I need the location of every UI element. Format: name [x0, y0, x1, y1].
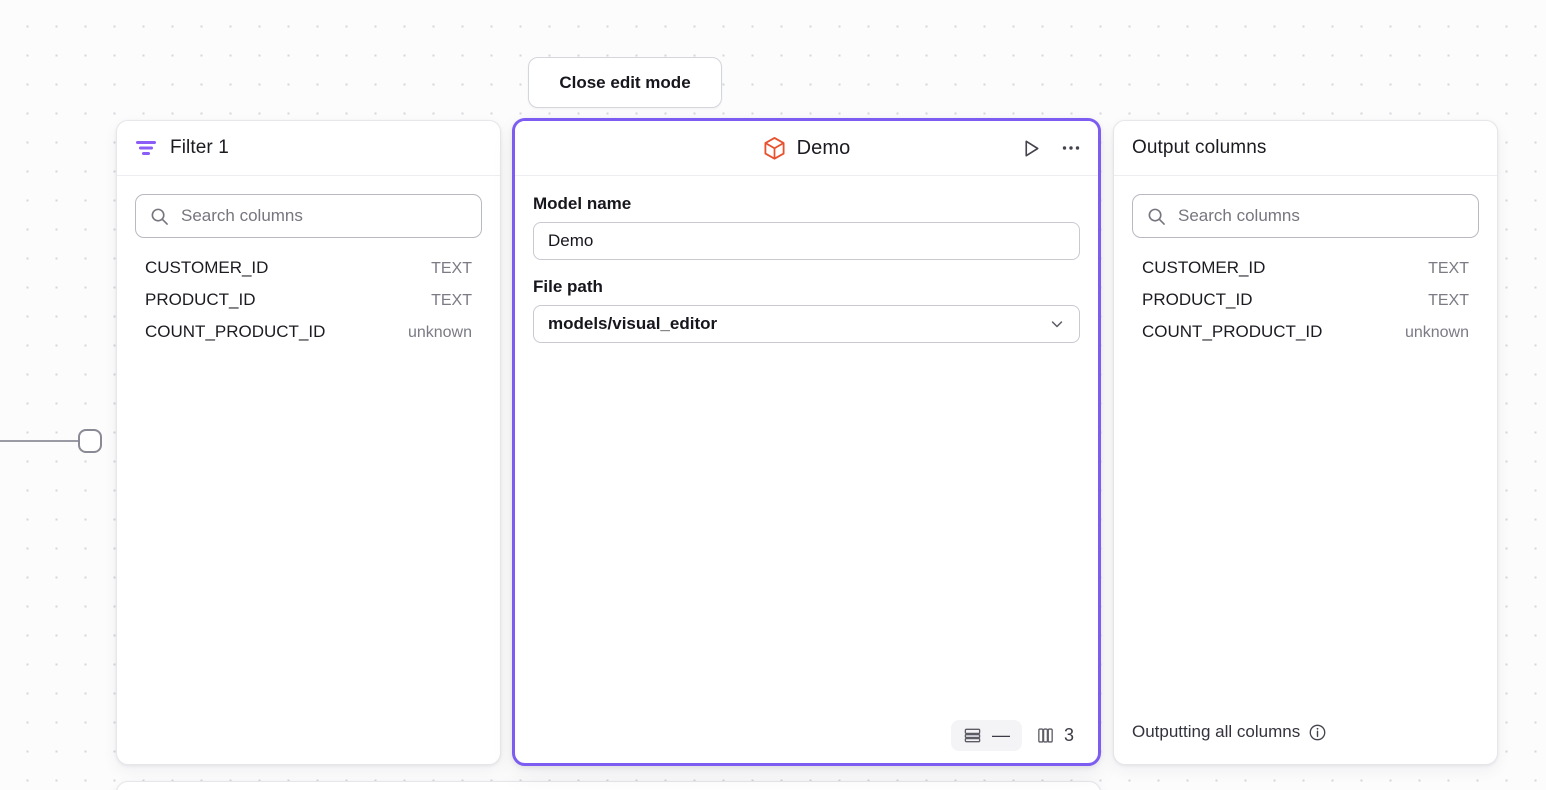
column-name: CUSTOMER_ID	[1142, 258, 1265, 278]
output-columns-panel[interactable]: Output columns CUSTOMER_ID TEXT PRO	[1113, 120, 1498, 765]
output-panel-footer: Outputting all columns	[1114, 722, 1497, 764]
columns-icon	[1036, 726, 1055, 745]
filter-column-list: CUSTOMER_ID TEXT PRODUCT_ID TEXT COUNT_P…	[135, 252, 482, 348]
output-panel-header: Output columns	[1114, 121, 1497, 176]
filter-search-input[interactable]	[181, 206, 467, 226]
rows-icon	[963, 726, 982, 745]
table-row[interactable]: COUNT_PRODUCT_ID unknown	[135, 316, 482, 348]
output-panel-title: Output columns	[1132, 137, 1266, 159]
column-name: PRODUCT_ID	[145, 290, 256, 310]
incoming-edge-line	[0, 440, 80, 442]
model-name-label: Model name	[533, 194, 1080, 214]
model-panel-title: Demo	[797, 137, 851, 160]
column-type: unknown	[408, 324, 472, 342]
model-name-input[interactable]	[533, 222, 1080, 260]
column-name: PRODUCT_ID	[1142, 290, 1253, 310]
search-icon	[1147, 207, 1166, 226]
column-type: TEXT	[431, 260, 472, 278]
output-panel-body: CUSTOMER_ID TEXT PRODUCT_ID TEXT COUNT_P…	[1114, 176, 1497, 722]
output-search-input[interactable]	[1178, 206, 1464, 226]
column-type: TEXT	[431, 292, 472, 310]
filter-panel-header: Filter 1	[117, 121, 500, 176]
output-status-text: Outputting all columns	[1132, 722, 1300, 742]
column-count-value: 3	[1064, 725, 1074, 746]
input-connector-handle[interactable]	[78, 429, 102, 453]
filter-icon	[135, 139, 157, 157]
filter-search-box[interactable]	[135, 194, 482, 238]
model-panel-body: Model name File path models/visual_edito…	[515, 176, 1098, 763]
column-type: TEXT	[1428, 292, 1469, 310]
filter-panel-title: Filter 1	[170, 137, 229, 159]
table-row[interactable]: CUSTOMER_ID TEXT	[1132, 252, 1479, 284]
cube-icon	[763, 136, 786, 161]
search-icon	[150, 207, 169, 226]
column-type: TEXT	[1428, 260, 1469, 278]
column-count-group[interactable]: 3	[1026, 720, 1084, 751]
table-row[interactable]: PRODUCT_ID TEXT	[1132, 284, 1479, 316]
table-row[interactable]: PRODUCT_ID TEXT	[135, 284, 482, 316]
file-path-value: models/visual_editor	[548, 314, 717, 334]
chevron-down-icon	[1049, 316, 1065, 332]
output-search-box[interactable]	[1132, 194, 1479, 238]
play-icon[interactable]	[1018, 135, 1044, 161]
column-name: COUNT_PRODUCT_ID	[1142, 322, 1322, 342]
model-node-panel[interactable]: Demo Model name	[512, 118, 1101, 766]
column-name: CUSTOMER_ID	[145, 258, 268, 278]
row-count-pill[interactable]: —	[951, 720, 1022, 751]
row-count-value: —	[992, 725, 1010, 746]
model-stats-toolbar: — 3	[951, 720, 1084, 751]
ellipsis-icon[interactable]	[1058, 135, 1084, 161]
filter-panel-body: CUSTOMER_ID TEXT PRODUCT_ID TEXT COUNT_P…	[117, 176, 500, 764]
close-edit-mode-button[interactable]: Close edit mode	[528, 57, 722, 108]
filter-node-panel[interactable]: Filter 1 CUSTOMER_ID TEXT PRODUCT_I	[116, 120, 501, 765]
model-panel-header: Demo	[515, 121, 1098, 176]
info-icon[interactable]	[1308, 723, 1327, 742]
output-column-list: CUSTOMER_ID TEXT PRODUCT_ID TEXT COUNT_P…	[1132, 252, 1479, 348]
column-type: unknown	[1405, 324, 1469, 342]
lower-node-panel[interactable]	[116, 781, 1101, 790]
column-name: COUNT_PRODUCT_ID	[145, 322, 325, 342]
file-path-label: File path	[533, 277, 1080, 297]
file-path-select[interactable]: models/visual_editor	[533, 305, 1080, 343]
table-row[interactable]: CUSTOMER_ID TEXT	[135, 252, 482, 284]
table-row[interactable]: COUNT_PRODUCT_ID unknown	[1132, 316, 1479, 348]
